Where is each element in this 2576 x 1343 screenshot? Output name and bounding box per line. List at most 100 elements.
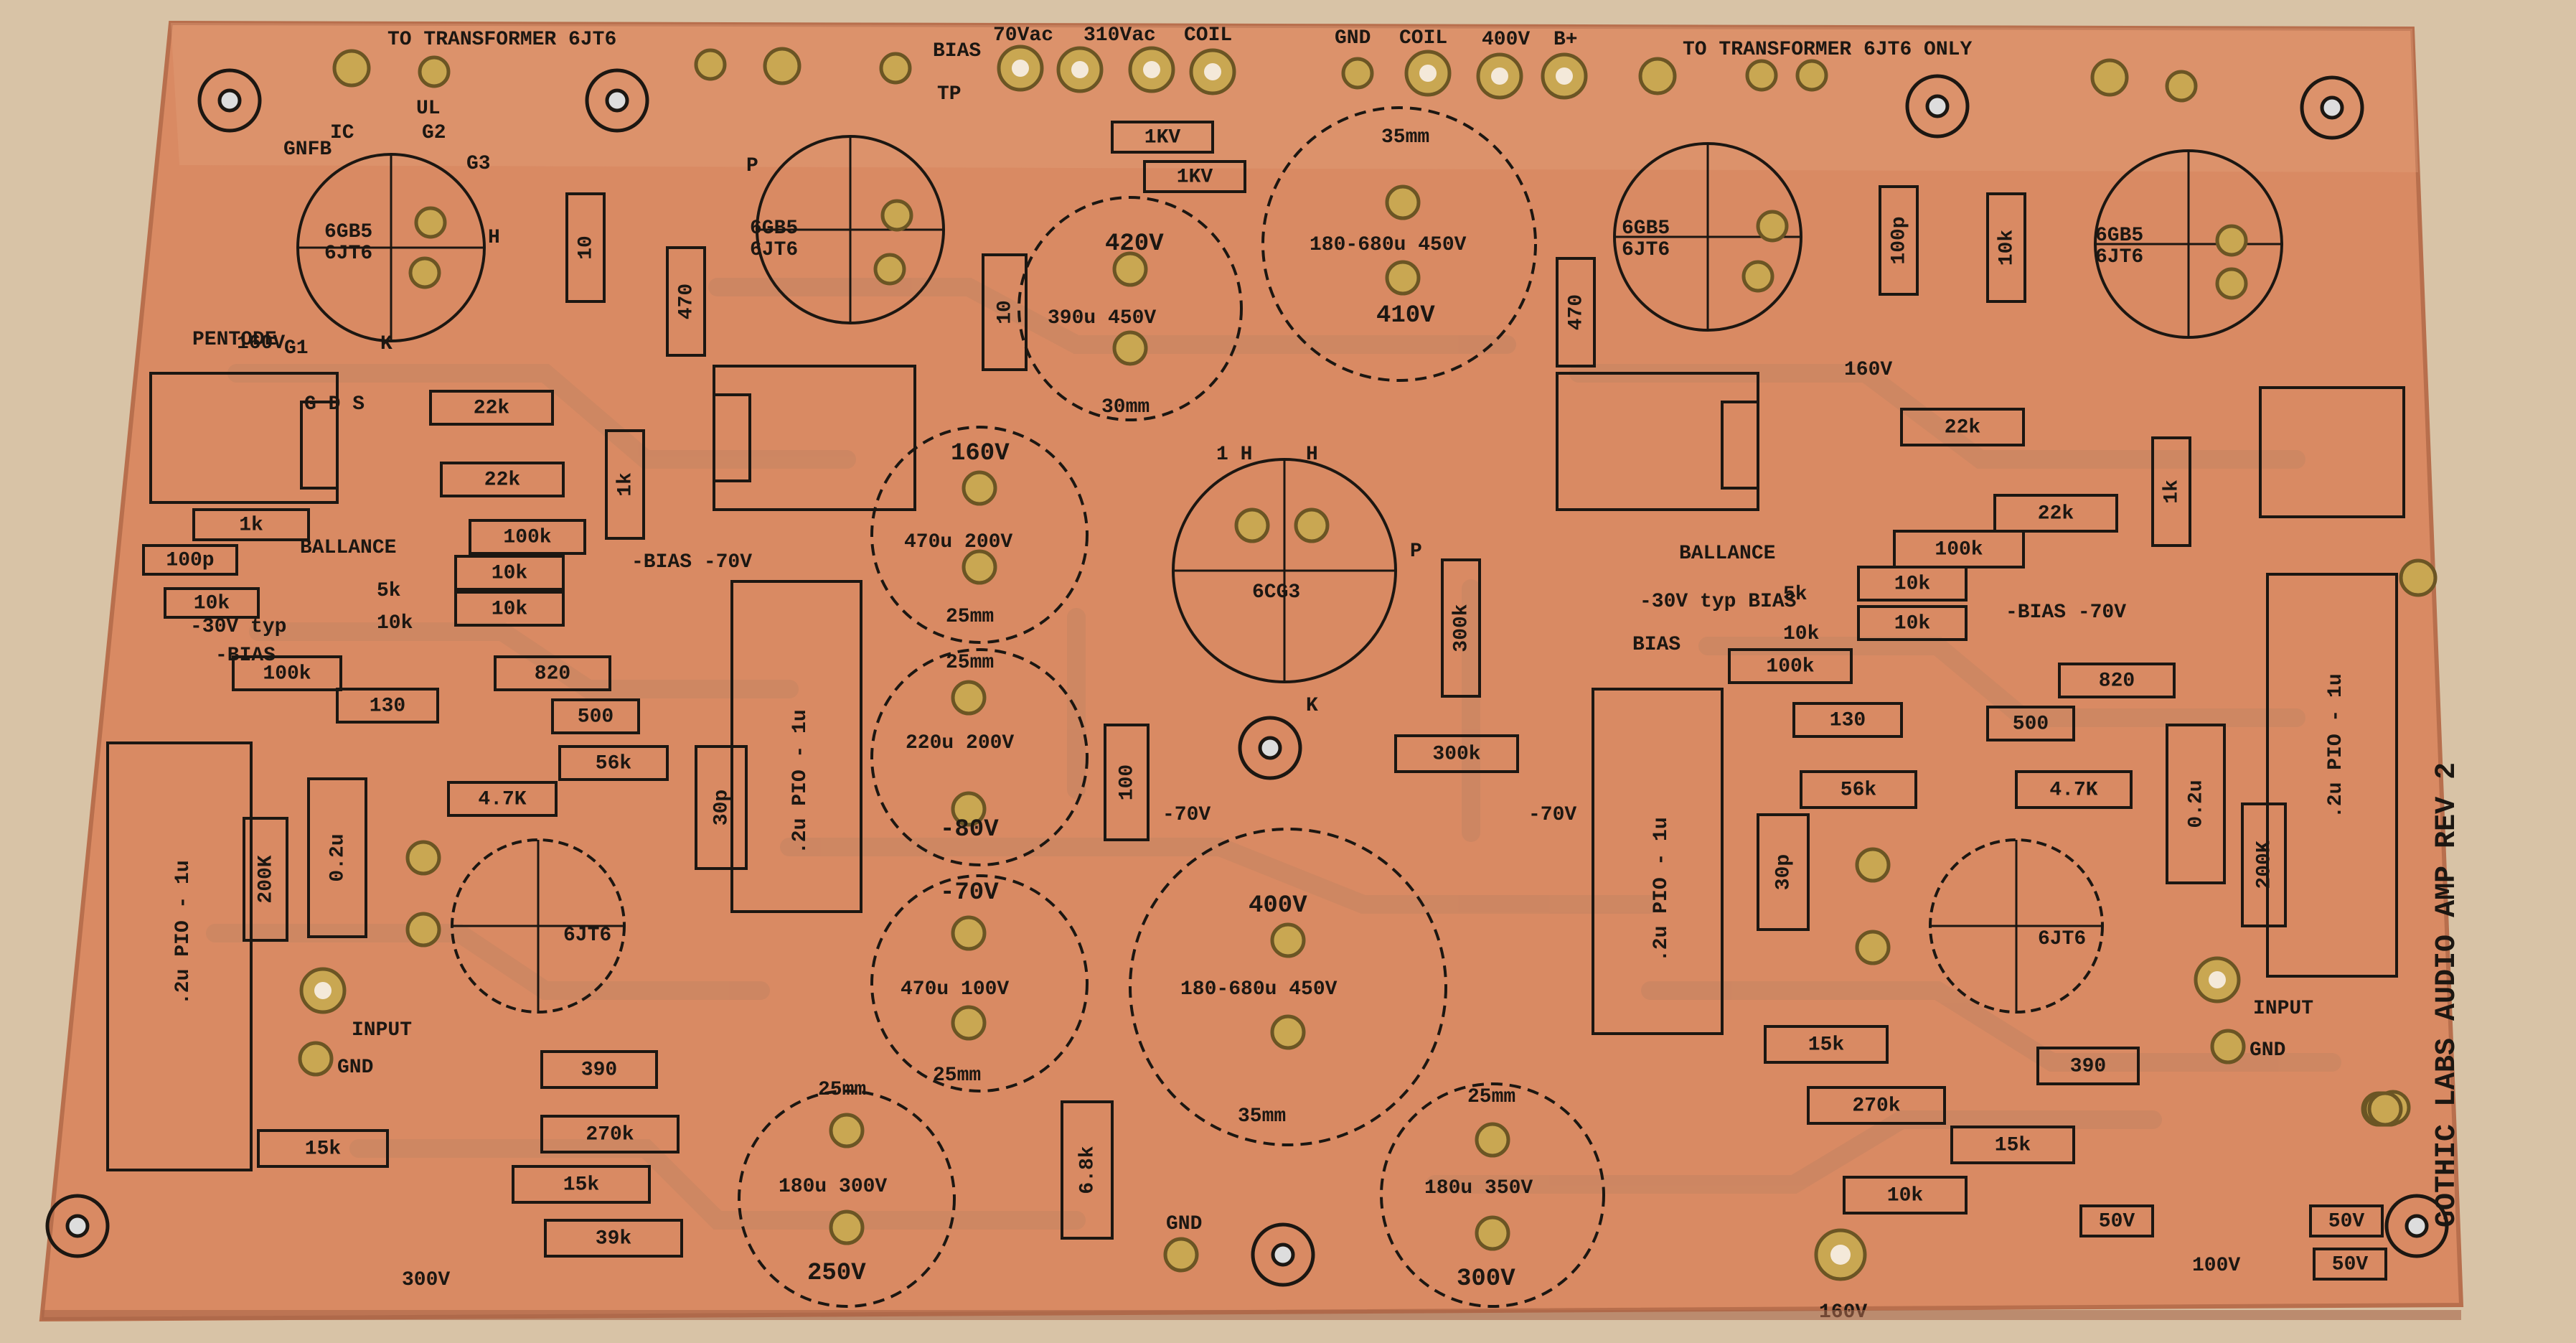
resistor: 390 xyxy=(540,1050,658,1089)
cap-180u-300v: 180u 300V xyxy=(779,1176,887,1198)
tube-label-2a: 6GB5 xyxy=(750,217,798,240)
resistor-value: 4.7K xyxy=(2049,779,2097,801)
resistor: 10k xyxy=(1986,192,2026,303)
label-70v-right-center: -70V xyxy=(1528,804,1576,826)
resistor-value: 100k xyxy=(503,526,551,548)
resistor-value: 22k xyxy=(484,469,521,491)
resistor: 6.8k xyxy=(1061,1100,1114,1240)
resistor-body xyxy=(1111,121,1214,154)
pio-label-1: .2u PIO - 1u xyxy=(172,860,194,1005)
label-160v-right: 160V xyxy=(1844,359,1892,381)
label-ballance-left: BALLANCE xyxy=(300,537,396,559)
resistor-body xyxy=(1143,160,1246,193)
cap-minus-70v: -70V xyxy=(940,879,999,907)
resistor-value: 30p xyxy=(710,790,733,825)
solder-pad-holes xyxy=(314,60,2226,1265)
resistor-value: 50V xyxy=(2332,1253,2369,1276)
resistor: 300k xyxy=(1441,558,1481,698)
resistor-value: 1k xyxy=(2161,479,2183,504)
pin-h-1: H xyxy=(488,227,500,249)
resistor-value: 15k xyxy=(305,1138,342,1160)
cap-180-680-bottom: 180-680u 450V xyxy=(1180,978,1338,1001)
label-to-transformer-left: TO TRANSFORMER 6JT6 xyxy=(387,29,616,51)
resistor: 15k xyxy=(1950,1126,2075,1164)
resistor-value: 0.2u xyxy=(2185,780,2207,828)
resistor-body xyxy=(232,655,342,691)
resistor-value: 56k xyxy=(596,752,632,775)
resistor-body xyxy=(540,1115,680,1154)
resistor-body xyxy=(540,1050,658,1089)
label-gnd-bottom: GND xyxy=(1166,1213,1202,1235)
resistor-body xyxy=(257,1129,389,1168)
resistor-body xyxy=(2036,1047,2140,1085)
resistor-body xyxy=(1792,702,1903,738)
resistor-body xyxy=(982,253,1028,371)
label-bplus: B+ xyxy=(1553,29,1578,51)
resistor-value: 10k xyxy=(492,598,528,620)
pin-gds-1: G D S xyxy=(304,393,365,416)
resistor-body xyxy=(1857,605,1968,641)
label-10k-right: 10k xyxy=(1783,623,1820,645)
resistor: 10k xyxy=(164,587,260,619)
resistor-body xyxy=(1986,706,2075,741)
resistor-body xyxy=(1764,1025,1889,1064)
resistor-body xyxy=(1843,1176,1968,1215)
resistor-body xyxy=(2309,1204,2384,1237)
resistor-value: 10k xyxy=(194,592,230,614)
dim-35mm-top: 35mm xyxy=(1381,126,1429,149)
resistor-body xyxy=(1394,734,1519,773)
resistor-value: 390 xyxy=(581,1059,617,1081)
resistor-value: 300k xyxy=(1432,743,1480,765)
resistor-value: 100p xyxy=(166,549,214,571)
label-bias-70v-right: -BIAS -70V xyxy=(2006,602,2126,624)
resistor: 200K xyxy=(243,817,288,942)
pin-ul-1: UL xyxy=(416,98,441,120)
resistor-value: 56k xyxy=(1841,779,1877,801)
tube-label-3a: 6GB5 xyxy=(1622,217,1670,240)
resistor-value: 130 xyxy=(370,695,405,717)
pio-capacitor-outlines xyxy=(106,573,2398,1171)
dim-25mm-e: 25mm xyxy=(1467,1086,1515,1108)
resistor-value: 390 xyxy=(2070,1055,2106,1077)
tube-label-1a: 6GB5 xyxy=(324,221,372,243)
resistor: 15k xyxy=(257,1129,389,1168)
resistor-body xyxy=(1986,192,2026,303)
resistor: 22k xyxy=(1900,408,2025,446)
tube-label-4a: 6GB5 xyxy=(2095,225,2143,247)
resistor-body xyxy=(243,817,288,942)
label-100v-bottom: 100V xyxy=(2192,1255,2240,1277)
label-to-transformer-right: TO TRANSFORMER 6JT6 ONLY xyxy=(1683,39,1972,61)
resistor-value: 100k xyxy=(1935,538,1983,561)
resistor: 130 xyxy=(336,688,439,724)
resistor-value: 100k xyxy=(263,663,311,685)
pio-label-2: .2u PIO - 1u xyxy=(789,709,812,854)
dim-25mm-d: 25mm xyxy=(818,1079,866,1101)
cap-minus-80v: -80V xyxy=(940,816,999,843)
pin-k-1: K xyxy=(380,333,392,355)
resistor-body xyxy=(695,745,748,870)
label-5k-left: 5k xyxy=(377,580,401,602)
resistor-value: 270k xyxy=(1852,1095,1900,1117)
label-gnd-left: GND xyxy=(337,1057,373,1079)
cap-390u: 390u 450V xyxy=(1048,307,1156,329)
resistor-value: 270k xyxy=(586,1123,634,1146)
resistor-value: 1KV xyxy=(1177,166,1213,188)
resistor-body xyxy=(469,519,586,555)
tube-label-2b: 6JT6 xyxy=(750,239,798,261)
resistor-body xyxy=(1900,408,2025,446)
resistor: 50V xyxy=(2079,1204,2154,1237)
pin-g2-1: G2 xyxy=(422,122,446,144)
resistor: 10k xyxy=(1857,605,1968,641)
label-gnd-top: GND xyxy=(1335,27,1371,50)
resistor: 22k xyxy=(440,462,565,497)
pio-label-3: .2u PIO - 1u xyxy=(1650,817,1673,962)
resistor: 4.7K xyxy=(447,781,558,817)
silkscreen-text-layer: TO TRANSFORMER 6JT6 70Vac 310Vac COIL BI… xyxy=(172,24,2463,1324)
cap-470u-200v: 470u 200V xyxy=(904,531,1012,553)
resistor-value: 10k xyxy=(492,562,528,584)
resistor-body xyxy=(544,1219,683,1258)
resistor-value: 50V xyxy=(2328,1210,2365,1232)
resistor: 470 xyxy=(1556,257,1596,368)
resistor-value: 100p xyxy=(1888,216,1910,264)
